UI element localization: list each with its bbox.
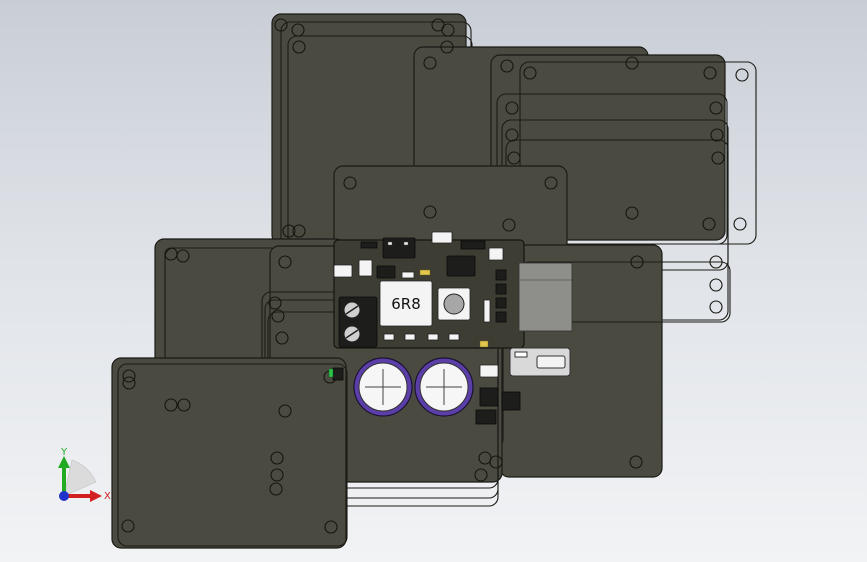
z-axis-dot bbox=[59, 491, 69, 501]
mosfet-3[interactable] bbox=[475, 409, 497, 425]
header-connector[interactable] bbox=[518, 262, 573, 332]
electrolytic-capacitors bbox=[353, 357, 474, 417]
x-axis-label: X bbox=[104, 491, 111, 502]
mounting-holes bbox=[121, 18, 749, 534]
resistor-left[interactable] bbox=[376, 265, 396, 279]
ic-top-left[interactable] bbox=[382, 237, 416, 259]
resistor-array-top-right[interactable] bbox=[460, 240, 486, 250]
resistor-right-3[interactable] bbox=[495, 297, 507, 309]
resistor-right-2[interactable] bbox=[495, 283, 507, 295]
inductor-6r8[interactable] bbox=[379, 280, 433, 327]
resistor-array-top[interactable] bbox=[360, 241, 378, 249]
mosfet-2[interactable] bbox=[501, 391, 521, 411]
led-green bbox=[328, 368, 334, 378]
resistor-vertical[interactable] bbox=[483, 299, 491, 323]
resistor-right-1[interactable] bbox=[495, 269, 507, 281]
smd-pad-2 bbox=[404, 333, 416, 341]
pcb-board[interactable]: 6R8 bbox=[333, 231, 525, 349]
inductor-label: 6R8 bbox=[391, 295, 421, 313]
coordinate-triad: Y X bbox=[58, 447, 111, 502]
y-axis-label: Y bbox=[60, 447, 68, 458]
gold-pad-bottom bbox=[479, 340, 489, 348]
diode-top[interactable] bbox=[431, 231, 453, 244]
diode-left[interactable] bbox=[333, 264, 353, 278]
smd-pad-4 bbox=[448, 333, 460, 341]
smd-pad-1 bbox=[383, 333, 395, 341]
smd-pad-3 bbox=[427, 333, 439, 341]
tactile-switch-cap[interactable] bbox=[443, 293, 465, 315]
capacitor-left[interactable] bbox=[358, 259, 373, 277]
resistor-small-a[interactable] bbox=[401, 271, 415, 279]
plate-bottom-left[interactable] bbox=[111, 357, 347, 549]
resistor-right-4[interactable] bbox=[495, 311, 507, 323]
diode-bottom-right[interactable] bbox=[479, 364, 499, 378]
led-indicator[interactable] bbox=[332, 367, 344, 381]
ic-top-middle[interactable] bbox=[446, 255, 476, 277]
small-ic-top-right[interactable] bbox=[488, 247, 504, 261]
mosfet-1[interactable] bbox=[479, 387, 499, 407]
gold-pad-top bbox=[419, 269, 431, 276]
